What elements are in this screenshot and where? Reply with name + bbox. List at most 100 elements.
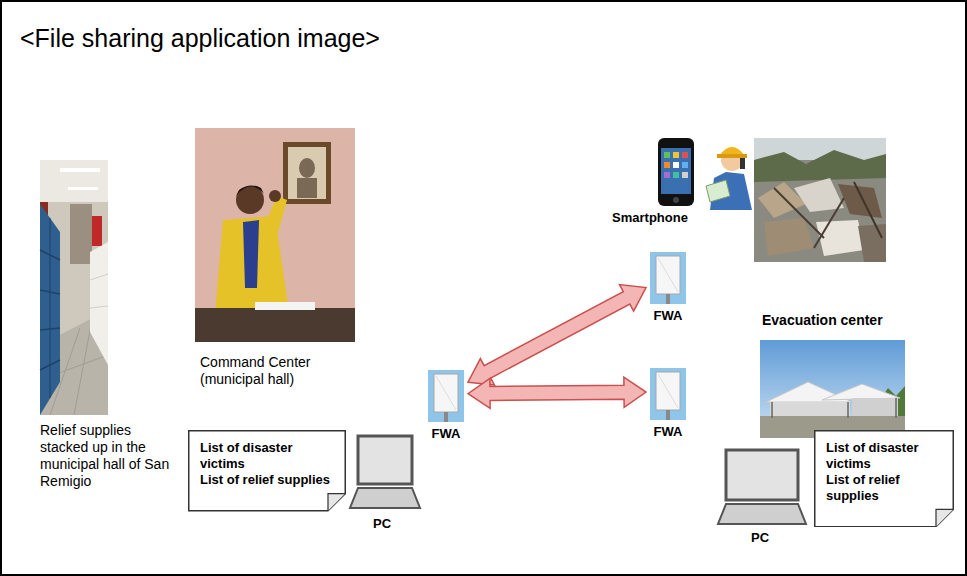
fwa-sky [428, 370, 464, 422]
fwa-mast [666, 294, 670, 304]
fwa-mast [444, 412, 448, 422]
photo-ceiling [40, 160, 108, 202]
document-text: List of relief supplies [826, 472, 942, 504]
laptop-base [718, 504, 806, 524]
app-icon [664, 162, 670, 168]
ceiling-light [60, 168, 100, 172]
document-note: List of disaster victimsList of relief s… [814, 430, 954, 527]
sack-line [90, 274, 108, 280]
photo-caption: Command Center (municipal hall) [196, 128, 331, 388]
picture-frame [283, 142, 331, 204]
document-note: List of disaster victimsList of relief s… [188, 430, 346, 512]
debris-beam [854, 182, 882, 238]
site-node: Evacuation center [758, 312, 908, 433]
box-line [50, 218, 51, 398]
sack-line [90, 306, 108, 308]
hand [269, 190, 281, 202]
device-label: FWA [646, 424, 690, 440]
worker-phone [740, 158, 745, 169]
app-icon [673, 162, 679, 168]
worker-document [706, 180, 730, 202]
debris [794, 178, 844, 212]
fwa-sky [650, 252, 686, 304]
fwa-panel-line [658, 258, 678, 292]
app-icon [682, 172, 688, 178]
floor-tile-line [74, 320, 92, 415]
photo-caption: Relief supplies stacked up in the munici… [40, 160, 172, 490]
document-fold [936, 509, 953, 526]
laptop-base [350, 488, 420, 508]
device-label: FWA [646, 308, 690, 324]
fwa-node: FWA [646, 250, 690, 324]
laptop-icon [350, 436, 420, 508]
app-icon [673, 172, 679, 178]
fwa-panel [656, 256, 680, 294]
app-icon [682, 162, 688, 168]
smartphone-icon [658, 138, 694, 206]
smartphone-node: Smartphone [598, 134, 702, 226]
caption-text: Relief supplies stacked up in the munici… [40, 422, 172, 490]
fwa-panel-line [436, 376, 456, 410]
document-shape [815, 431, 954, 527]
laptop-screen [358, 436, 412, 484]
photo-wall [195, 128, 355, 342]
site-label: Evacuation center [762, 312, 908, 329]
laptop-icon [718, 450, 806, 524]
debris-beam [774, 188, 824, 238]
relief-photo [40, 160, 108, 415]
picture-figure [297, 178, 317, 198]
home-button [673, 197, 679, 203]
fwa-node: FWA [646, 366, 690, 440]
document-text: List of disaster victims [826, 440, 942, 472]
block-arrow [468, 285, 646, 385]
debris-beam [814, 198, 844, 248]
tree-line [754, 150, 886, 182]
fwa-icon [650, 252, 686, 304]
pc-node: PC [712, 446, 808, 546]
phone-screen [661, 148, 691, 194]
tent-roof [822, 384, 900, 400]
fwa-icon [650, 368, 686, 420]
device-label: Smartphone [598, 210, 702, 226]
tent-pole [771, 402, 773, 418]
fwa-icon [428, 370, 464, 422]
picture-canvas [288, 147, 326, 199]
fwa-mast [666, 410, 670, 420]
fwa-node: FWA [424, 368, 468, 442]
device-label: PC [346, 516, 418, 532]
fwa-panel [656, 372, 680, 410]
tent-pole [895, 398, 897, 418]
sack-stack [90, 242, 108, 365]
box-stack [40, 204, 60, 415]
app-icon [664, 172, 670, 178]
photo-sky [760, 340, 905, 438]
rubble-photo [754, 138, 886, 262]
document-text: List of disaster victims [200, 440, 334, 472]
device-label: PC [712, 530, 808, 546]
app-icon [664, 152, 670, 158]
desk-papers [255, 302, 315, 310]
fwa-sky [650, 368, 686, 420]
tent-pole [847, 402, 849, 418]
fwa-panel-line [658, 374, 678, 408]
blue-shirt [243, 220, 259, 288]
document-shape [189, 431, 346, 511]
picture-figure [299, 158, 315, 178]
ceiling-light [68, 187, 98, 190]
document-fold [328, 494, 345, 511]
desk [195, 308, 355, 342]
raised-arm [265, 196, 287, 236]
worker-figure [706, 147, 752, 210]
red-item [92, 216, 102, 246]
laptop-screen [726, 450, 798, 500]
rubble-ground [754, 138, 886, 262]
photo-wall [40, 160, 108, 415]
document-text: List of relief supplies [200, 472, 334, 488]
app-icon [673, 152, 679, 158]
caption-text: Command Center (municipal hall) [200, 354, 331, 388]
command-center-photo [195, 128, 355, 342]
debris [838, 184, 882, 218]
debris [858, 224, 886, 262]
